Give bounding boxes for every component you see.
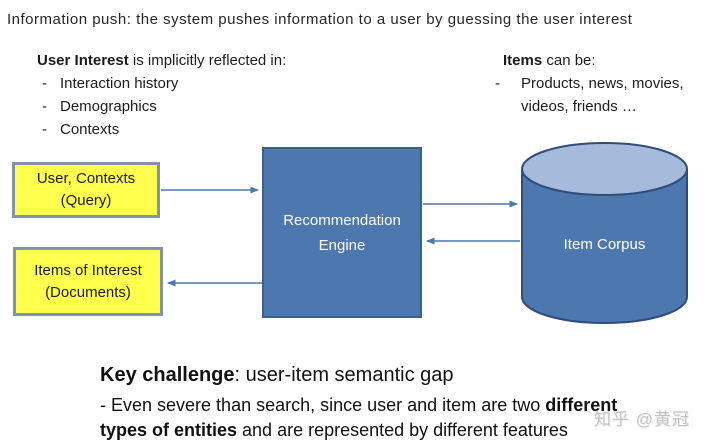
query-box: User, Contexts (Query) bbox=[12, 162, 160, 218]
key-challenge-heading-bold: Key challenge bbox=[100, 364, 235, 386]
items-heading: Items can be: bbox=[503, 49, 718, 72]
list-item: - Demographics bbox=[42, 95, 377, 118]
query-box-line1: User, Contexts bbox=[36, 170, 136, 187]
engine-box-line1: Recommendation bbox=[283, 211, 401, 229]
list-item-label: Products, news, movies, videos, friends … bbox=[521, 72, 684, 118]
key-challenge-line2: - Even severe than search, since user an… bbox=[100, 393, 617, 418]
key-challenge-line3-bold: types of entities bbox=[100, 420, 238, 440]
items-heading-rest: can be: bbox=[542, 52, 596, 69]
user-interest-heading-bold: User Interest bbox=[37, 52, 129, 69]
query-box-line2: (Query) bbox=[60, 192, 112, 209]
dash-bullet: - bbox=[42, 98, 47, 115]
list-item-label: Demographics bbox=[60, 98, 157, 115]
list-item-label: Contexts bbox=[60, 121, 120, 138]
dash-bullet: - bbox=[42, 121, 47, 138]
item-corpus-label: Item Corpus bbox=[563, 236, 646, 253]
dash-bullet: - bbox=[42, 75, 47, 92]
key-challenge-block: Key challenge: user-item semantic gap - … bbox=[100, 363, 617, 443]
user-interest-list: User Interest is implicitly reflected in… bbox=[37, 49, 377, 141]
user-interest-heading-rest: is implicitly reflected in: bbox=[128, 52, 287, 69]
items-list: Items can be: - Products, news, movies, … bbox=[495, 49, 718, 118]
list-item: - Interaction history bbox=[42, 72, 377, 95]
key-challenge-line2-bold: different bbox=[545, 395, 618, 415]
key-challenge-line3-rest: and are represented by different feature… bbox=[237, 420, 568, 440]
list-item: - Products, news, movies, videos, friend… bbox=[495, 72, 718, 118]
documents-box: Items of Interest (Documents) bbox=[13, 247, 163, 316]
slide-title: Information push: the system pushes info… bbox=[7, 11, 633, 28]
dash-bullet: - bbox=[495, 75, 500, 92]
items-heading-bold: Items bbox=[503, 52, 543, 69]
recommendation-engine-box: Recommendation Engine bbox=[262, 147, 422, 318]
list-item-label: Interaction history bbox=[60, 75, 179, 92]
item-corpus-cylinder bbox=[521, 142, 688, 324]
key-challenge-line3: types of entities and are represented by… bbox=[100, 418, 617, 443]
engine-box-line2: Engine bbox=[318, 236, 366, 254]
list-item: - Contexts bbox=[42, 118, 377, 141]
documents-box-line2: (Documents) bbox=[45, 283, 131, 301]
list-item-line2: videos, friends … bbox=[521, 98, 637, 115]
documents-box-line1: Items of Interest bbox=[34, 261, 142, 279]
zhihu-watermark: 知乎 @黄冠 bbox=[594, 410, 690, 429]
user-interest-heading: User Interest is implicitly reflected in… bbox=[37, 49, 377, 72]
key-challenge-heading-rest: : user-item semantic gap bbox=[234, 364, 454, 386]
key-challenge-line2-pre: - Even severe than search, since user an… bbox=[100, 395, 546, 415]
key-challenge-heading: Key challenge: user-item semantic gap bbox=[100, 363, 617, 388]
cylinder-top bbox=[521, 142, 688, 196]
list-item-line1: Products, news, movies, bbox=[521, 75, 684, 92]
